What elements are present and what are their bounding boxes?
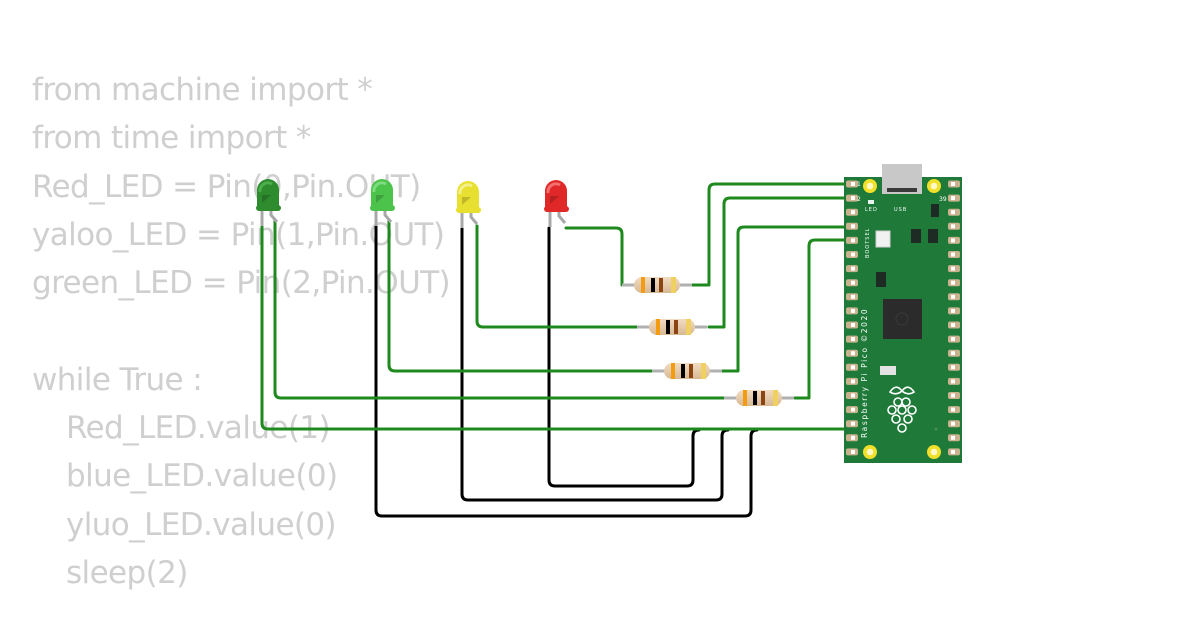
resistor-band bbox=[671, 277, 676, 293]
resistor-band bbox=[651, 278, 655, 292]
code-line: from time import * bbox=[32, 120, 311, 157]
code-line: while True : bbox=[32, 361, 203, 398]
usb-connector-inner bbox=[887, 188, 917, 192]
pico-pin-headers bbox=[846, 180, 960, 456]
resistor-band bbox=[641, 277, 645, 293]
led-dark-green[interactable] bbox=[256, 179, 281, 226]
signal-wires bbox=[260, 182, 854, 431]
pin-39-label: 39 bbox=[939, 196, 947, 203]
wire-gnd-yellow-led[interactable] bbox=[460, 224, 730, 502]
pin-2-label: 2 bbox=[857, 196, 861, 203]
resistor-band bbox=[659, 278, 663, 292]
resistor-2[interactable] bbox=[637, 319, 707, 335]
resistor-band bbox=[681, 364, 685, 378]
resistor-4[interactable] bbox=[724, 390, 794, 406]
wire-dark-green-anode[interactable] bbox=[273, 218, 726, 400]
wire-res2-to-pico[interactable] bbox=[707, 196, 854, 329]
resistor-3[interactable] bbox=[652, 363, 722, 379]
resistor-band bbox=[773, 390, 778, 406]
code-line: yaloo_LED = Pin(1,Pin.OUT) bbox=[32, 216, 445, 253]
wire-light-green-anode[interactable] bbox=[387, 218, 654, 373]
resistor-band bbox=[701, 363, 706, 379]
code-line: sleep(2) bbox=[66, 554, 188, 591]
crystal bbox=[880, 366, 896, 375]
resistor-band bbox=[743, 390, 747, 406]
code-line: green_LED = Pin(2,Pin.OUT) bbox=[32, 265, 451, 302]
code-overlay: from machine import *from time import *R… bbox=[32, 66, 451, 597]
usb-label: USB bbox=[894, 207, 907, 213]
board-name-label: Raspberry Pi Pico ©2020 bbox=[860, 308, 869, 438]
led-red[interactable] bbox=[544, 180, 569, 227]
resistor-1[interactable] bbox=[622, 277, 692, 293]
code-line: from machine import * bbox=[32, 72, 373, 108]
resistor-band bbox=[761, 391, 765, 405]
resistor-band bbox=[671, 363, 675, 379]
bootsel-label: BOOTSEL bbox=[865, 228, 871, 258]
resistor-band bbox=[686, 319, 691, 335]
chip-small-2 bbox=[911, 229, 921, 243]
bootsel-button[interactable] bbox=[875, 230, 891, 248]
wire-res4-to-pico[interactable] bbox=[793, 238, 854, 400]
resistor-band bbox=[656, 319, 660, 335]
wire-gnd-red-led[interactable] bbox=[547, 226, 701, 488]
test-point bbox=[934, 427, 938, 431]
resistor-band bbox=[666, 320, 670, 334]
wire-gnd-bus[interactable] bbox=[260, 218, 854, 431]
led-label: LED bbox=[865, 207, 878, 213]
ground-wires bbox=[374, 222, 759, 518]
mounting-holes bbox=[863, 179, 941, 459]
rp2040-logo bbox=[895, 312, 909, 326]
rp2040-chip bbox=[883, 299, 922, 339]
raspberry-pi-pico-board[interactable]: 1 2 39 LED USB BOOTSEL Raspberry Pi Pico… bbox=[844, 164, 962, 463]
code-line: yluo_LED.value(0) bbox=[66, 506, 337, 543]
raspberry-pi-logo-icon bbox=[887, 386, 917, 433]
wire-yellow-anode[interactable] bbox=[475, 224, 639, 329]
wire-res1-to-pico[interactable] bbox=[690, 182, 854, 287]
pin-1-label: 1 bbox=[857, 181, 861, 188]
chip-small-1 bbox=[931, 204, 939, 217]
resistor-band bbox=[753, 391, 757, 405]
led-yellow[interactable] bbox=[456, 181, 481, 228]
onboard-led bbox=[868, 200, 874, 204]
code-line: blue_LED.value(0) bbox=[66, 458, 338, 495]
wire-gnd-light-green-led[interactable] bbox=[374, 222, 759, 518]
wire-red-anode[interactable] bbox=[564, 226, 624, 287]
resistor-band bbox=[674, 320, 678, 334]
wire-res3-to-pico[interactable] bbox=[720, 225, 854, 373]
led-light-green[interactable] bbox=[370, 179, 395, 226]
chip-small-3 bbox=[928, 229, 938, 243]
resistor-band bbox=[689, 364, 693, 378]
flash-chip bbox=[876, 272, 886, 287]
